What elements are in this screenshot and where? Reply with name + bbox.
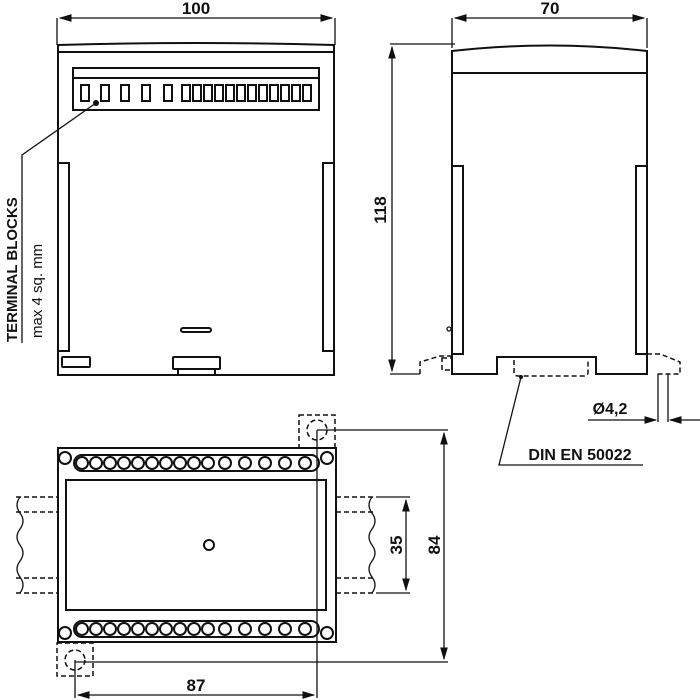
top-view: 35 84 87: [16, 414, 448, 699]
screw-row-bottom: [75, 622, 312, 636]
side-view: 70 118 Ø4,2 DIN EN 50022: [371, 0, 700, 466]
front-view: TERMINAL BLOCKS max 4 sq. mm 100: [4, 0, 336, 376]
terminal-spec-label: max 4 sq. mm: [29, 244, 46, 338]
dim-spacing-87: 87: [187, 676, 206, 695]
terminal-blocks-label: TERMINAL BLOCKS: [4, 197, 21, 342]
din-standard-label: DIN EN 50022: [528, 447, 631, 464]
dim-height-118: 118: [371, 196, 390, 223]
screw-row-top: [75, 456, 312, 470]
terminal-slots: [80, 84, 312, 102]
dim-hole-diameter: Ø4,2: [593, 401, 628, 418]
dim-width-100: 100: [182, 0, 210, 18]
dim-rail-35: 35: [387, 536, 406, 555]
dim-spacing-84: 84: [425, 535, 444, 554]
dim-depth-70: 70: [541, 0, 560, 18]
